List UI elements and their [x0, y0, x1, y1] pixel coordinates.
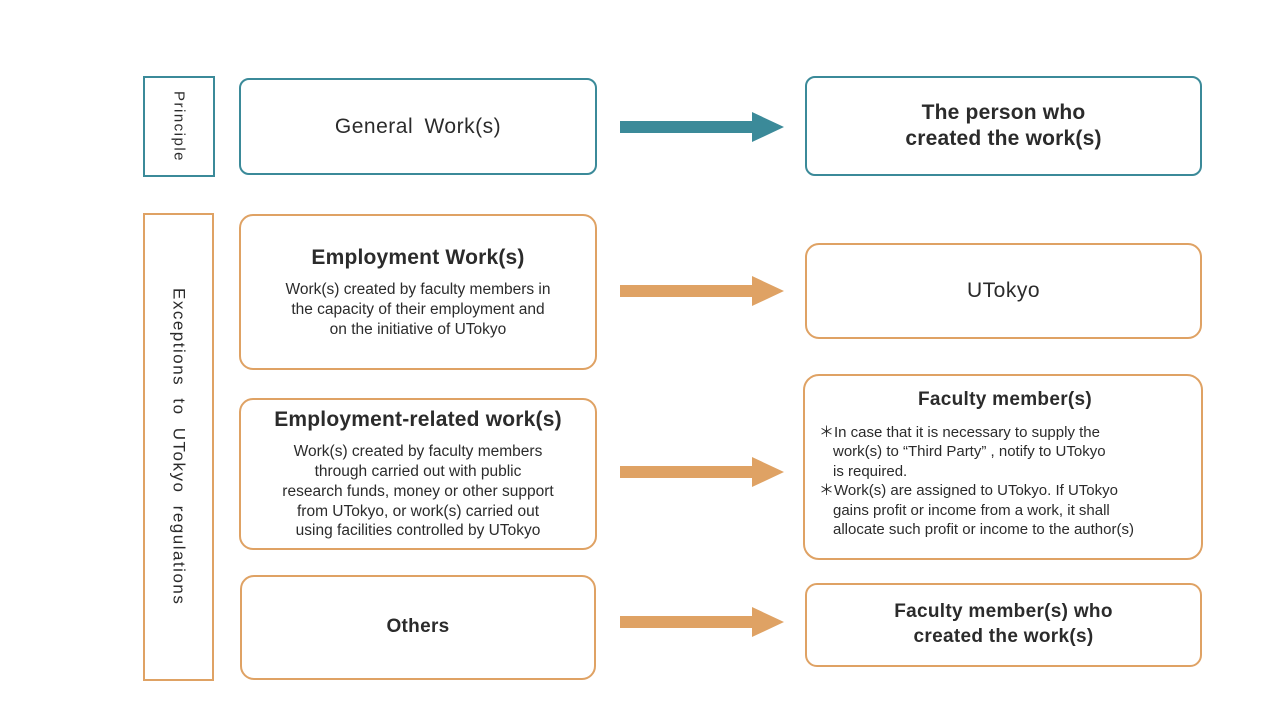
faculty-created-box: Faculty member(s) who created the work(s…: [805, 583, 1202, 667]
person-created-box: The person who created the work(s): [805, 76, 1202, 176]
faculty-members-title: Faculty member(s): [917, 389, 1093, 410]
faculty-members-note-assignment: ＊Work(s) are assigned to UTokyo. If UTok…: [819, 482, 1134, 539]
faculty-members-box: Faculty member(s) ＊In case that it is ne…: [803, 374, 1203, 560]
orange-right-arrow-icon-related: [620, 456, 785, 488]
principle-category-box: Principle: [143, 76, 215, 177]
orange-right-arrow-icon-employment: [620, 275, 785, 307]
exceptions-category-box: Exceptions to UTokyo regulations: [143, 213, 214, 681]
teal-right-arrow-icon: [620, 111, 785, 143]
orange-right-arrow-icon-others: [620, 606, 785, 638]
employment-works-description: Work(s) created by faculty members in th…: [285, 280, 551, 338]
exceptions-category-label: Exceptions to UTokyo regulations: [169, 288, 189, 606]
employment-related-works-title: Employment-related work(s): [274, 407, 562, 431]
utokyo-title: UTokyo: [966, 279, 1041, 302]
faculty-members-note-third-party: ＊In case that it is necessary to supply …: [819, 423, 1106, 480]
others-works-box: Others: [240, 575, 596, 680]
faculty-created-title: Faculty member(s) who created the work(s…: [894, 601, 1113, 647]
principle-category-label: Principle: [170, 90, 188, 163]
others-works-title: Others: [386, 616, 450, 638]
employment-related-works-description: Work(s) created by faculty members throu…: [282, 443, 554, 540]
utokyo-box: UTokyo: [805, 243, 1202, 339]
person-created-title: The person who created the work(s): [905, 100, 1102, 150]
employment-related-works-box: Employment-related work(s) Work(s) creat…: [239, 398, 597, 550]
general-works-title: General Work(s): [334, 114, 502, 138]
employment-works-title: Employment Work(s): [311, 245, 525, 269]
general-works-box: General Work(s): [239, 78, 597, 175]
employment-works-box: Employment Work(s) Work(s) created by fa…: [239, 214, 597, 370]
